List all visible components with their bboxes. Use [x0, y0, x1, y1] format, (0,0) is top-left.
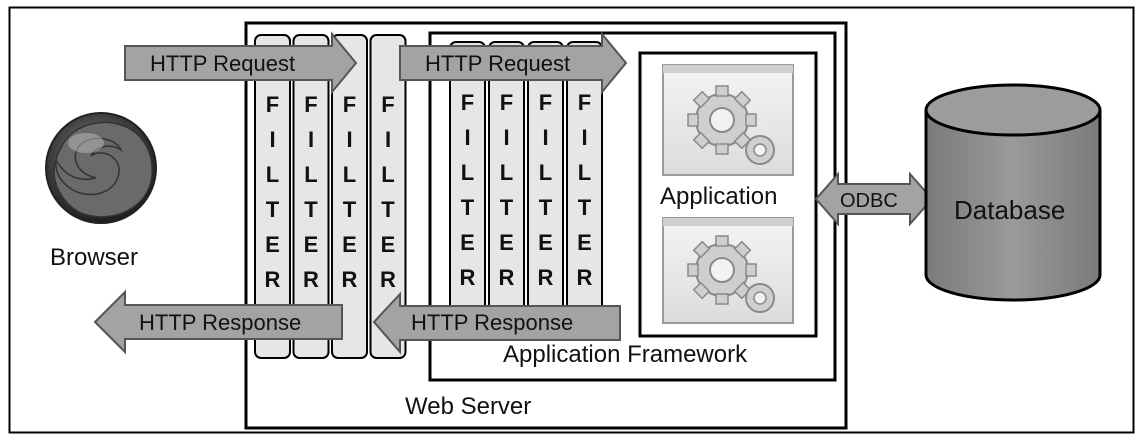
inner-filter-letter: E: [499, 230, 514, 255]
outer-filter-letter: L: [266, 162, 279, 187]
outer-filter-letter: E: [342, 232, 357, 257]
outer-filter-letter: L: [343, 162, 356, 187]
outer-filter-letter: F: [343, 92, 356, 117]
outer-filter-letter: I: [269, 127, 275, 152]
outer-filter-column: [292, 34, 330, 359]
inner-filter-letter: L: [500, 160, 513, 185]
small-gear-icon: [745, 135, 775, 165]
http-request-label-inner: HTTP Request: [425, 51, 570, 76]
inner-filter-column: [566, 41, 603, 340]
http-response-arrow-inner: HTTP Response: [372, 291, 621, 355]
outer-filter-column: [331, 34, 368, 359]
outer-filter-letter: T: [266, 197, 280, 222]
outer-filter-letter: E: [265, 232, 280, 257]
firefox-globe-icon: [45, 112, 157, 224]
inner-filter-letter: L: [578, 160, 591, 185]
inner-filter-letter: F: [539, 90, 552, 115]
outer-filter-letter: T: [343, 197, 357, 222]
outer-filter-letter: F: [381, 92, 394, 117]
inner-filter-letter: E: [460, 230, 475, 255]
outer-filter-column: [369, 34, 407, 359]
http-response-label-inner: HTTP Response: [411, 310, 573, 335]
outer-filter-letter: F: [266, 92, 279, 117]
application-gears-icon-top: [662, 64, 794, 176]
inner-filter-letter: L: [539, 160, 552, 185]
database-label: Database: [954, 195, 1065, 225]
outer-filter-letter: T: [381, 197, 395, 222]
inner-filter-letter: T: [578, 195, 592, 220]
web-server-label: Web Server: [405, 393, 531, 420]
inner-filter-letter: T: [461, 195, 475, 220]
inner-filter-letter: T: [539, 195, 553, 220]
outer-filter-letter: F: [304, 92, 317, 117]
outer-filter-letter: I: [308, 127, 314, 152]
odbc-arrow: ODBC: [814, 171, 934, 227]
database-cylinder-icon: Database: [924, 83, 1102, 302]
inner-filter-letter: F: [578, 90, 591, 115]
inner-filter-letter: R: [499, 265, 515, 290]
inner-filter-column: [527, 41, 564, 340]
inner-filter-letter: I: [503, 125, 509, 150]
inner-filter-letter: E: [577, 230, 592, 255]
inner-filter-letter: I: [542, 125, 548, 150]
outer-filter-letter: R: [342, 267, 358, 292]
gears-icon: [687, 235, 757, 305]
application-gears-icon-bottom: [662, 217, 794, 324]
inner-filter-letter: F: [461, 90, 474, 115]
inner-filter-letter: R: [577, 265, 593, 290]
inner-filter-letter: T: [500, 195, 514, 220]
small-gear-icon: [745, 283, 775, 313]
outer-filter-letter: L: [381, 162, 394, 187]
inner-filter-letter: R: [538, 265, 554, 290]
http-request-arrow-inner: HTTP Request: [399, 31, 628, 95]
http-response-label-outer: HTTP Response: [139, 310, 301, 335]
inner-filter-letter: L: [461, 160, 474, 185]
application-framework-label: Application Framework: [503, 341, 748, 368]
application-label: Application: [660, 183, 777, 210]
outer-filter-letter: R: [380, 267, 396, 292]
outer-filter-letter: L: [304, 162, 317, 187]
outer-filter-letter: E: [304, 232, 319, 257]
gears-icon: [687, 85, 757, 155]
inner-filter-letter: I: [581, 125, 587, 150]
outer-filter-column: [254, 34, 291, 359]
outer-filter-letter: R: [265, 267, 281, 292]
outer-filter-letter: I: [385, 127, 391, 152]
browser-label: Browser: [50, 244, 138, 271]
inner-filter-letter: I: [464, 125, 470, 150]
inner-filter-letter: F: [500, 90, 513, 115]
inner-filter-column: [449, 41, 486, 340]
http-request-label-outer: HTTP Request: [150, 51, 295, 76]
http-request-arrow-outer: HTTP Request: [124, 31, 358, 95]
inner-filter-column: [488, 41, 525, 340]
outer-filter-letter: R: [303, 267, 319, 292]
outer-filter-letter: E: [381, 232, 396, 257]
inner-filter-letter: R: [460, 265, 476, 290]
inner-filter-letter: E: [538, 230, 553, 255]
outer-filter-letter: I: [346, 127, 352, 152]
outer-filter-letter: T: [304, 197, 318, 222]
odbc-label: ODBC: [840, 190, 898, 212]
http-response-arrow-outer: HTTP Response: [93, 289, 343, 355]
